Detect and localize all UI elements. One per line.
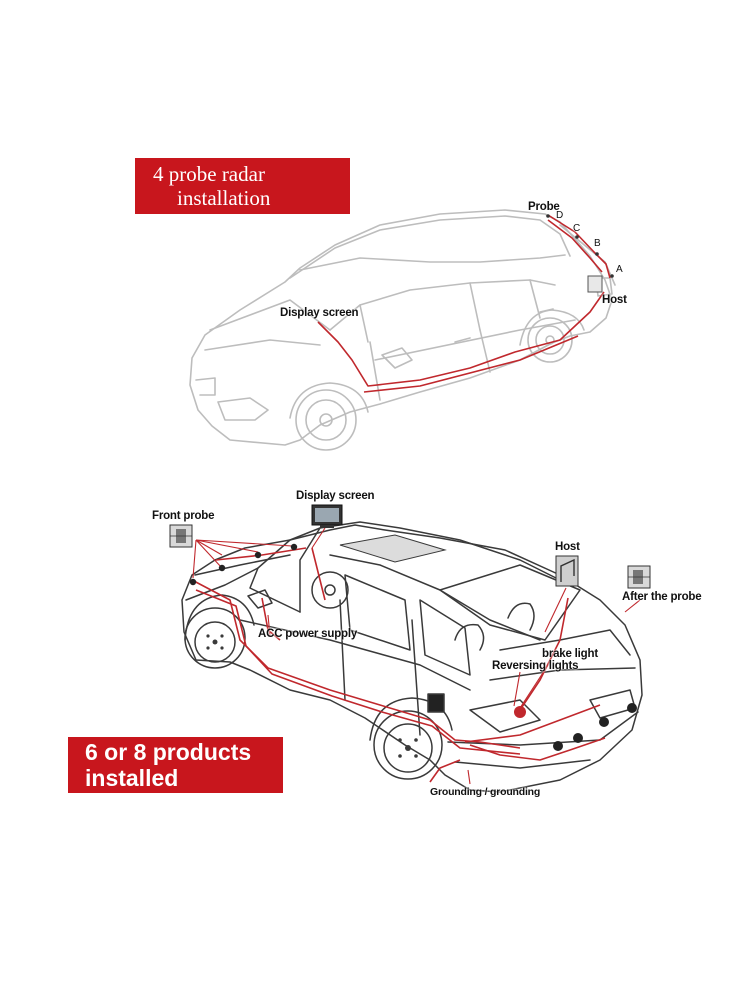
label-host-top: Host [602, 294, 627, 306]
sedan-car-outline [181, 521, 643, 793]
label-grounding: Grounding / grounding [430, 786, 541, 798]
reversing-light-marker [514, 706, 526, 718]
label-probe: Probe [528, 201, 560, 213]
top-title-banner: 4 probe radar installation [135, 158, 350, 214]
hatchback-host-box [587, 275, 603, 293]
display-screen-icon [311, 504, 343, 528]
hatchback-probe-dots [546, 214, 614, 278]
label-probe-d: D [556, 210, 564, 221]
hatchback-car-outline [189, 209, 616, 451]
label-display-screen-top: Display screen [280, 307, 359, 319]
sedan-rear-probe-dots [553, 703, 637, 751]
sedan-front-probe-dots [189, 543, 298, 586]
front-probe-icon [169, 524, 193, 548]
label-probe-b: B [594, 238, 601, 249]
sedan-sunroof [339, 534, 447, 563]
top-title-line1: 4 probe radar [153, 162, 265, 186]
label-front-probe: Front probe [152, 510, 215, 522]
hatchback-wiring [317, 214, 611, 393]
top-title-line2: installation [177, 185, 271, 210]
label-host-bottom: Host [555, 541, 580, 553]
sedan-leader-lines [192, 527, 641, 785]
label-probe-c: C [573, 223, 581, 234]
sedan-wiring [191, 547, 606, 783]
sedan-wheel-hubs [206, 634, 418, 758]
label-brake-light: brake light [542, 648, 598, 660]
label-reversing-lights: Reversing lights [492, 660, 579, 672]
label-acc-power-supply: ACC power supply [258, 628, 358, 640]
bottom-title-banner: 6 or 8 products installed [68, 737, 283, 793]
bottom-title-line2: installed [85, 764, 179, 791]
host-icon [555, 555, 579, 587]
bottom-title-line1: 6 or 8 products [85, 739, 252, 765]
label-probe-a: A [616, 264, 623, 275]
after-probe-icon [627, 565, 651, 589]
label-after-the-probe: After the probe [622, 591, 702, 603]
label-display-screen-bottom: Display screen [296, 490, 375, 502]
